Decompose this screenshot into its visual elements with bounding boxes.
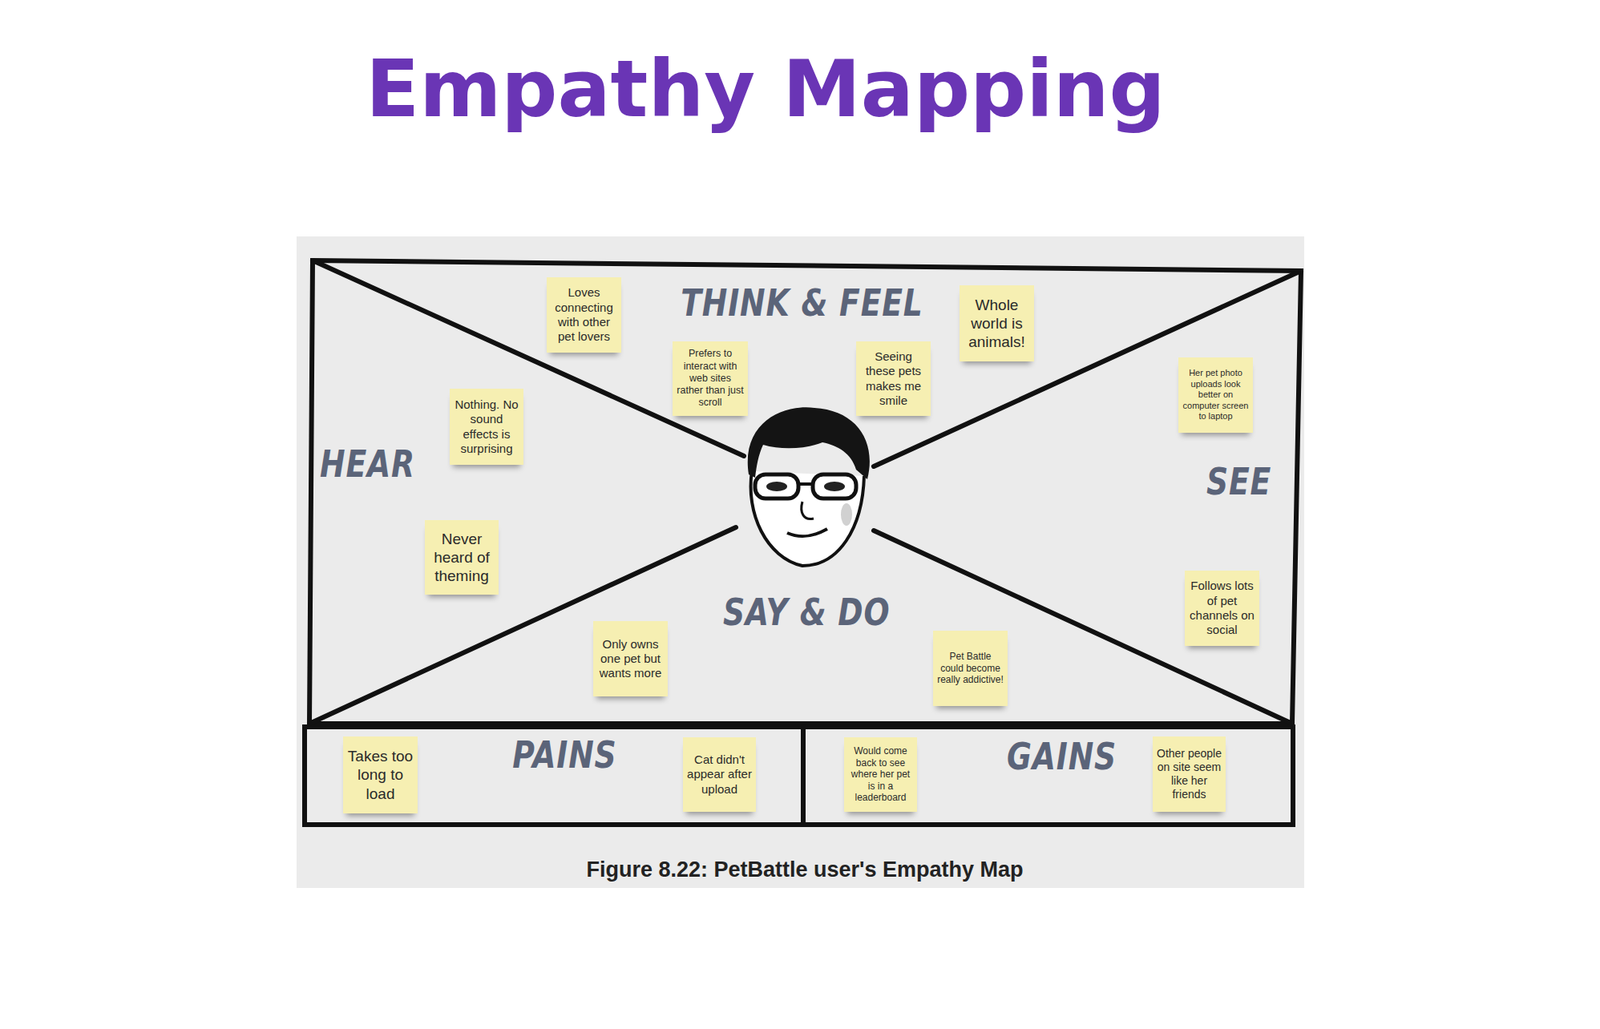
sticky-note: Only owns one pet but wants more (593, 621, 668, 697)
map-quadrant: GAINS Would come back to see where her pe… (803, 726, 1294, 825)
sticky-note-text: Follows lots of pet channels on social (1188, 578, 1256, 638)
quadrant-heading: SAY & DO (723, 592, 890, 634)
sticky-note: Pet Battle could become really addictive… (933, 630, 1008, 707)
sticky-note: Other people on site seem like her frien… (1152, 736, 1226, 813)
sticky-note-text: Only owns one pet but wants more (597, 637, 664, 682)
sticky-note-text: Would come back to see where her pet is … (848, 745, 914, 805)
sticky-note-text: Other people on site seem like her frien… (1156, 747, 1222, 802)
sticky-note: Takes too long to load (343, 736, 418, 814)
figure-caption: Figure 8.22: PetBattle user's Empathy Ma… (585, 856, 1023, 883)
sticky-note-text: Cat didn't appear after upload (686, 752, 752, 797)
quadrant-heading: THINK & FEEL (680, 282, 923, 324)
sticky-note: Never heard of theming (424, 520, 499, 595)
map-quadrant: SEE Her pet photo uploads look better on … (806, 260, 1302, 724)
map-quadrant: PAINS Takes too long to load Cat didn't ap… (303, 726, 804, 825)
sticky-note-text: Prefers to interact with web sites rathe… (676, 347, 744, 409)
sticky-note-text: Never heard of theming (428, 529, 495, 586)
sticky-note-text: Her pet photo uploads look better on com… (1182, 367, 1249, 422)
sticky-note: Whole world is animals! (959, 285, 1035, 362)
sticky-note: Nothing. No sound effects is surprising (449, 388, 524, 465)
sticky-note-text: Pet Battle could become really addictive… (937, 650, 1004, 687)
map-frame (304, 260, 1302, 825)
sticky-note: Prefers to interact with web sites rathe… (672, 341, 748, 417)
figure-background (296, 236, 1305, 889)
sticky-note-text: Whole world is animals! (963, 295, 1031, 352)
sticky-note-text: Nothing. No sound effects is surprising (453, 397, 520, 457)
quadrant-heading: HEAR (319, 444, 416, 485)
sticky-note: Loves connecting with other pet lovers (546, 277, 622, 353)
sticky-note-text: Loves connecting with other pet lovers (550, 285, 618, 344)
user-face (747, 407, 870, 566)
sticky-note: Her pet photo uploads look better on com… (1178, 357, 1253, 433)
diagram-title: Empathy Mapping (365, 46, 1165, 134)
sticky-note: Cat didn't appear after upload (682, 737, 756, 813)
sticky-note-text: Takes too long to load (347, 747, 414, 804)
sticky-note: Would come back to see where her pet is … (844, 737, 918, 813)
sticky-note: Follows lots of pet channels on social (1184, 570, 1260, 647)
map-quadrant: SAY & DO Only owns one pet but wants more… (312, 487, 1302, 724)
map-quadrant: HEAR Nothing. No sound effects is surpris… (312, 260, 807, 724)
quadrant-heading: SEE (1205, 461, 1271, 503)
sticky-note: Seeing these pets makes me smile (856, 341, 931, 417)
sticky-note-text: Seeing these pets makes me smile (860, 349, 927, 409)
quadrant-heading: PAINS (512, 735, 617, 776)
quadrant-heading: GAINS (1006, 736, 1117, 778)
